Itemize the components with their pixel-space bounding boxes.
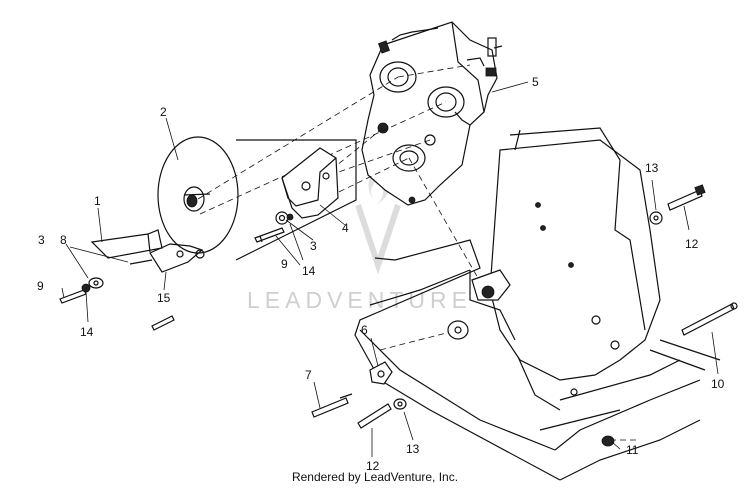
- callout-13-bottom: 13: [406, 442, 420, 456]
- callout-13-right: 13: [645, 161, 659, 175]
- frame-deck: [354, 127, 721, 481]
- callout-7: 7: [305, 368, 312, 382]
- mount-plate: [90, 229, 205, 273]
- callout-11: 11: [626, 443, 639, 457]
- bracket-bolts: [254, 211, 294, 243]
- callout-12-right: 12: [685, 237, 699, 251]
- left-hardware: [59, 277, 175, 331]
- callout-2: 2: [160, 105, 167, 119]
- callout-14-right: 14: [302, 264, 316, 278]
- callout-12-bottom: 12: [366, 459, 380, 473]
- footer-credit: Rendered by LeadVenture, Inc.: [291, 470, 459, 484]
- bottom-hardware: [311, 320, 615, 447]
- callout-9-left: 9: [37, 279, 44, 293]
- right-hardware: [649, 184, 738, 336]
- callout-15: 15: [157, 291, 171, 305]
- leader-lines: [61, 81, 719, 457]
- pulley-disc: [157, 136, 239, 254]
- callout-6: 6: [361, 323, 368, 337]
- callout-4: 4: [342, 221, 349, 235]
- part-callouts: 1 2 3 3 4 5 6 7 8 9 9 10 11 12 12 13 13 …: [37, 75, 725, 473]
- callout-1: 1: [94, 194, 101, 208]
- callout-5: 5: [532, 75, 539, 89]
- callout-10: 10: [711, 377, 725, 391]
- transmission-housing: [361, 21, 503, 206]
- callout-3-left: 3: [38, 233, 45, 247]
- callout-8: 8: [60, 233, 67, 247]
- watermark-text: LEADVENTURE: [247, 287, 472, 313]
- belt-outline: [235, 139, 357, 261]
- callout-9-right: 9: [281, 257, 288, 271]
- callout-3-right: 3: [310, 239, 317, 253]
- callout-14-left: 14: [80, 325, 94, 339]
- bracket: [281, 147, 339, 219]
